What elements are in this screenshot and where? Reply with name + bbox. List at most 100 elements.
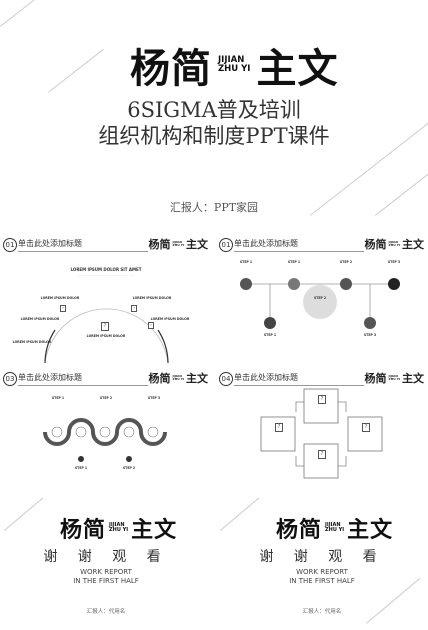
arc-label: LOREM IPSUM DOLOR [150,317,190,321]
decor-line [0,0,104,27]
thanks-text: 谢 谢 观 看 [259,549,385,565]
logo-char: 杨 [364,238,376,251]
slide-title: 单击此处添加标题 [234,373,298,382]
logo-char: 杨 [130,46,171,92]
logo-char: 简 [159,372,171,385]
cover-title-line2: 组织机构和制度PPT课件 [98,124,330,148]
slide-title: 单击此处添加标题 [234,239,298,248]
logo-char: 主文 [347,518,394,543]
step-label: STEP 3 [387,260,401,264]
document-icon: ? [101,322,109,331]
logo-char: 主文 [131,518,178,543]
step-label: STEP 2 [339,260,353,264]
step-label: STEP 2 [122,466,136,470]
step-label: STEP 1 [287,260,301,264]
logo-sub-line: JIJIAN [388,373,398,378]
arc-label: LOREM IPSUM DOLOR [12,340,52,344]
document-icon: ? [362,423,370,432]
cover-title-line1: 6SIGMA普及培训 [127,98,301,122]
logo-sub-line: JIJIAN [109,521,125,528]
logo-char: 杨 [148,372,160,385]
step-label: STEP 1 [239,260,253,264]
logo-char: 主文 [256,46,339,92]
logo-sub-line: ZHU YI [325,527,345,533]
logo-char: 杨 [364,372,376,385]
arc-label: LOREM IPSUM DOLOR [20,317,60,321]
process-diagram [240,278,400,329]
logo-sub-line: ZHU YI [172,377,184,381]
slide-number-badge: 01 [219,238,233,252]
logo-char: 简 [83,518,107,543]
title-underline [18,251,148,252]
work-report-line1: WORK REPORT [80,568,132,576]
logo-char: 主文 [402,372,424,385]
center-step-label: STEP 2 [313,296,327,300]
title-underline [234,385,364,386]
thanks-text: 谢 谢 观 看 [43,549,169,565]
logo-sub-line: JIJIAN [172,239,182,244]
arc-label: LOREM IPSUM DOLOR [132,296,172,300]
document-icon: ? [148,322,154,329]
document-icon: ? [318,395,326,404]
title-underline [18,385,148,386]
slide-title: 单击此处添加标题 [18,239,82,248]
arc-label: LOREM IPSUM DOLOR [86,334,126,338]
logo-char: 杨 [148,238,160,251]
logo-char: 主文 [402,238,424,251]
slide-number-badge: 03 [3,372,17,386]
cover-slide[interactable]: 杨 简 JIJIAN ZHU YI 主文 6SIGMA普及培训 组织机构和制度P… [0,0,428,228]
step-label: STEP 1 [51,396,65,400]
arc-label: LOREM IPSUM DOLOR [40,296,80,300]
logo-char: 简 [159,238,171,251]
slide-heading: LOREM IPSUM DOLOR SIT AMET [70,267,142,272]
document-icon: ? [131,305,137,312]
logo-char: 简 [299,518,323,543]
logo-char: 简 [375,238,387,251]
logo-char: 主文 [186,238,208,251]
logo-sub-line: ZHU YI [388,377,400,381]
decor-line [220,498,267,531]
end-reporter: 汇报人：代用名 [302,609,342,615]
logo-char: 杨 [276,518,300,543]
slide-title: 单击此处添加标题 [18,373,82,382]
decor-line [4,498,51,531]
slide-number-badge: 01 [3,238,17,252]
logo-char: 杨 [60,518,84,543]
step-label: STEP 1 [263,333,277,337]
placeholder-text: ········································… [78,273,134,277]
brand-logo: 杨 简 JIJIAN ZHU YI 主文 [130,36,338,94]
logo-sub-line: JIJIAN [218,55,245,66]
logo-sub-line: ZHU YI [109,527,129,533]
wave-diagram [43,418,167,462]
logo-sub-line: ZHU YI [218,64,251,74]
decor-line [48,48,104,93]
document-icon: ? [60,305,66,312]
end-reporter: 汇报人：代用名 [86,609,126,615]
step-label: STEP 3 [363,333,377,337]
cross-box-diagram [260,388,383,479]
logo-char: 简 [375,372,387,385]
slide-number-badge: 04 [219,372,233,386]
logo-sub-line: JIJIAN [325,521,341,528]
work-report-line1: WORK REPORT [296,568,348,576]
work-report-line2: IN THE FIRST HALF [289,577,355,585]
logo-sub-line: JIJIAN [172,373,182,378]
logo-char: 简 [171,46,212,92]
document-icon: ? [275,423,283,432]
logo-sub-line: JIJIAN [388,239,398,244]
